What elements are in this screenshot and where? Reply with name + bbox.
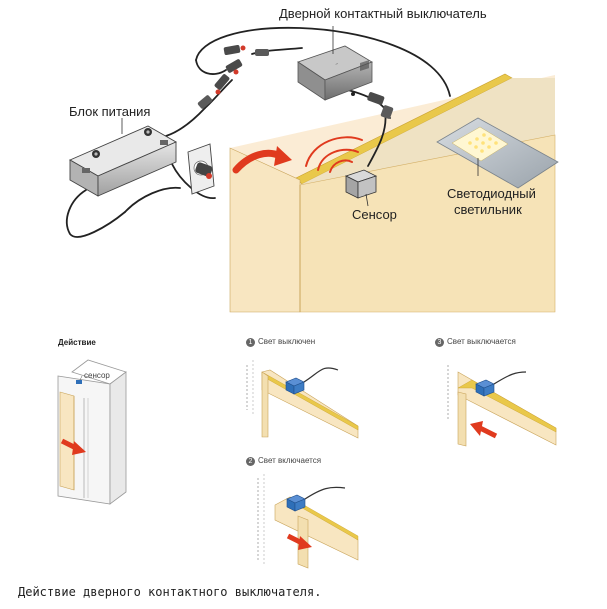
step-1-text: Свет выключен — [258, 337, 316, 346]
step-3-text: Свет выключается — [447, 337, 516, 346]
door-switch-controller: ~ — [297, 45, 373, 101]
power-supply-block — [68, 125, 178, 197]
step-3-illustration — [447, 365, 557, 447]
action-title: Действие — [58, 338, 96, 347]
door-open-arrow — [232, 146, 292, 174]
cable-connectors — [197, 44, 394, 119]
svg-text:~: ~ — [335, 61, 340, 68]
action-illustration — [57, 359, 127, 505]
step-2-illustration — [257, 474, 359, 569]
step-1-number: 1 — [246, 338, 255, 347]
step-3-red-arrow — [470, 421, 498, 439]
cable-lamp — [195, 26, 451, 97]
door-switch-label: Дверной контактный выключатель — [279, 6, 487, 21]
step-2-text: Свет включается — [258, 456, 322, 465]
led-lamp-label-line2: светильник — [454, 202, 522, 217]
action-sensor-label: сенсор — [84, 371, 110, 380]
sensor-label: Сенсор — [352, 207, 397, 222]
power-supply-label: Блок питания — [69, 104, 151, 119]
sensor-device — [344, 60, 378, 199]
led-lamp-label-line1: Светодиодный — [447, 186, 536, 201]
sensor-signal-waves — [305, 136, 363, 173]
step-2-red-arrow — [286, 533, 312, 550]
top-diagram: ~ — [65, 26, 559, 313]
figure-caption: Действие дверного контактного выключател… — [18, 585, 322, 599]
step-1-illustration — [246, 360, 359, 439]
step-3-number: 3 — [435, 338, 444, 347]
wall-socket — [187, 143, 215, 195]
step-2-number: 2 — [246, 457, 255, 466]
action-red-arrow — [60, 438, 86, 455]
